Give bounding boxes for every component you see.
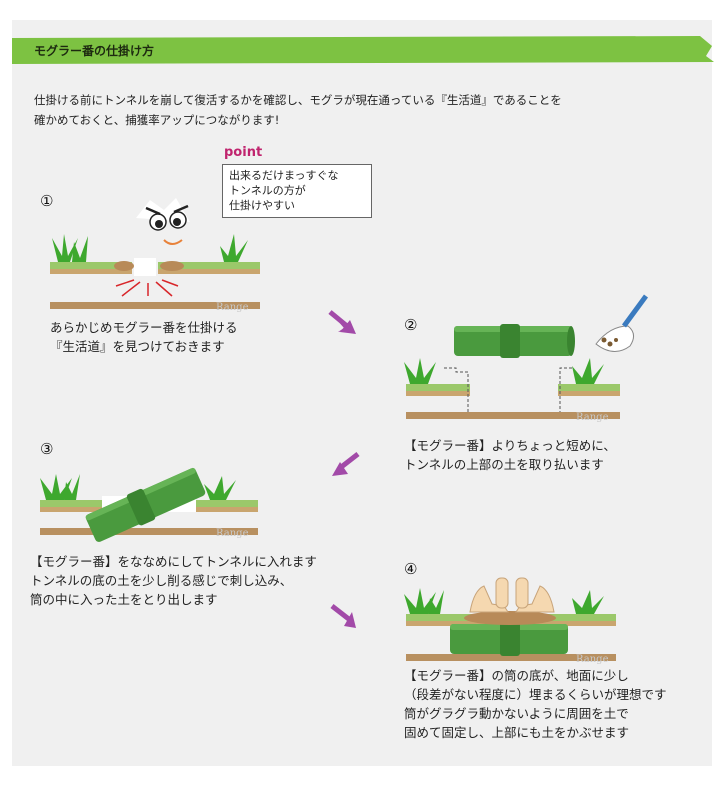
step3-number: ③ bbox=[40, 440, 54, 458]
caption-line: 【モグラー番】の筒の底が、地面に少し bbox=[404, 668, 629, 683]
caption-line: 『生活道』を見つけておきます bbox=[50, 339, 225, 354]
step4-illustration: Range bbox=[404, 577, 616, 665]
step2-number: ② bbox=[404, 316, 418, 334]
step4-number: ④ bbox=[404, 560, 418, 578]
svg-text:Range: Range bbox=[576, 412, 609, 423]
caption-line: 【モグラー番】よりちょっと短めに、 bbox=[404, 438, 616, 453]
intro-text: 仕掛ける前にトンネルを崩して復活するかを確認し、モグラが現在通っている『生活道』… bbox=[34, 90, 654, 130]
point-line: 仕掛けやすい bbox=[229, 199, 295, 212]
step1-caption: あらかじめモグラー番を仕掛ける 『生活道』を見つけておきます bbox=[50, 318, 238, 356]
step3-caption: 【モグラー番】をななめにしてトンネルに入れます トンネルの底の土を少し削る感じで… bbox=[30, 552, 317, 609]
caption-line: トンネルの上部の土を取り払います bbox=[404, 457, 604, 472]
point-line: トンネルの方が bbox=[229, 184, 306, 197]
header-bar bbox=[12, 36, 714, 64]
svg-text:Range: Range bbox=[576, 654, 609, 665]
step2-illustration: Range bbox=[404, 294, 649, 423]
caption-line: （段差がない程度に）埋まるくらいが理想です bbox=[404, 687, 667, 702]
caption-line: トンネルの底の土を少し削る感じで刺し込み、 bbox=[30, 573, 293, 588]
watermark: Range bbox=[216, 302, 249, 313]
intro-line: 仕掛ける前にトンネルを崩して復活するかを確認し、モグラが現在通っている『生活道』… bbox=[34, 93, 562, 107]
caption-line: あらかじめモグラー番を仕掛ける bbox=[50, 320, 238, 335]
intro-line: 確かめておくと、捕獲率アップにつながります! bbox=[34, 113, 280, 127]
caption-line: 固めて固定し、上部にも土をかぶせます bbox=[404, 725, 630, 740]
step3-illustration: Range bbox=[40, 467, 258, 542]
step1-illustration: Range bbox=[50, 198, 260, 313]
caption-line: 【モグラー番】をななめにしてトンネルに入れます bbox=[30, 554, 317, 569]
step1-number: ① bbox=[40, 192, 54, 210]
point-note: 出来るだけまっすぐな トンネルの方が 仕掛けやすい bbox=[222, 164, 372, 218]
svg-text:Range: Range bbox=[216, 528, 249, 539]
caption-line: 筒の中に入った土をとり出します bbox=[30, 592, 218, 607]
step4-caption: 【モグラー番】の筒の底が、地面に少し （段差がない程度に）埋まるくらいが理想です… bbox=[404, 666, 667, 742]
point-label: point bbox=[224, 145, 263, 160]
step2-caption: 【モグラー番】よりちょっと短めに、 トンネルの上部の土を取り払います bbox=[404, 436, 616, 474]
caption-line: 筒がグラグラ動かないように周囲を土で bbox=[404, 706, 629, 721]
page-title: モグラー番の仕掛け方 bbox=[34, 44, 155, 58]
point-line: 出来るだけまっすぐな bbox=[229, 169, 339, 182]
